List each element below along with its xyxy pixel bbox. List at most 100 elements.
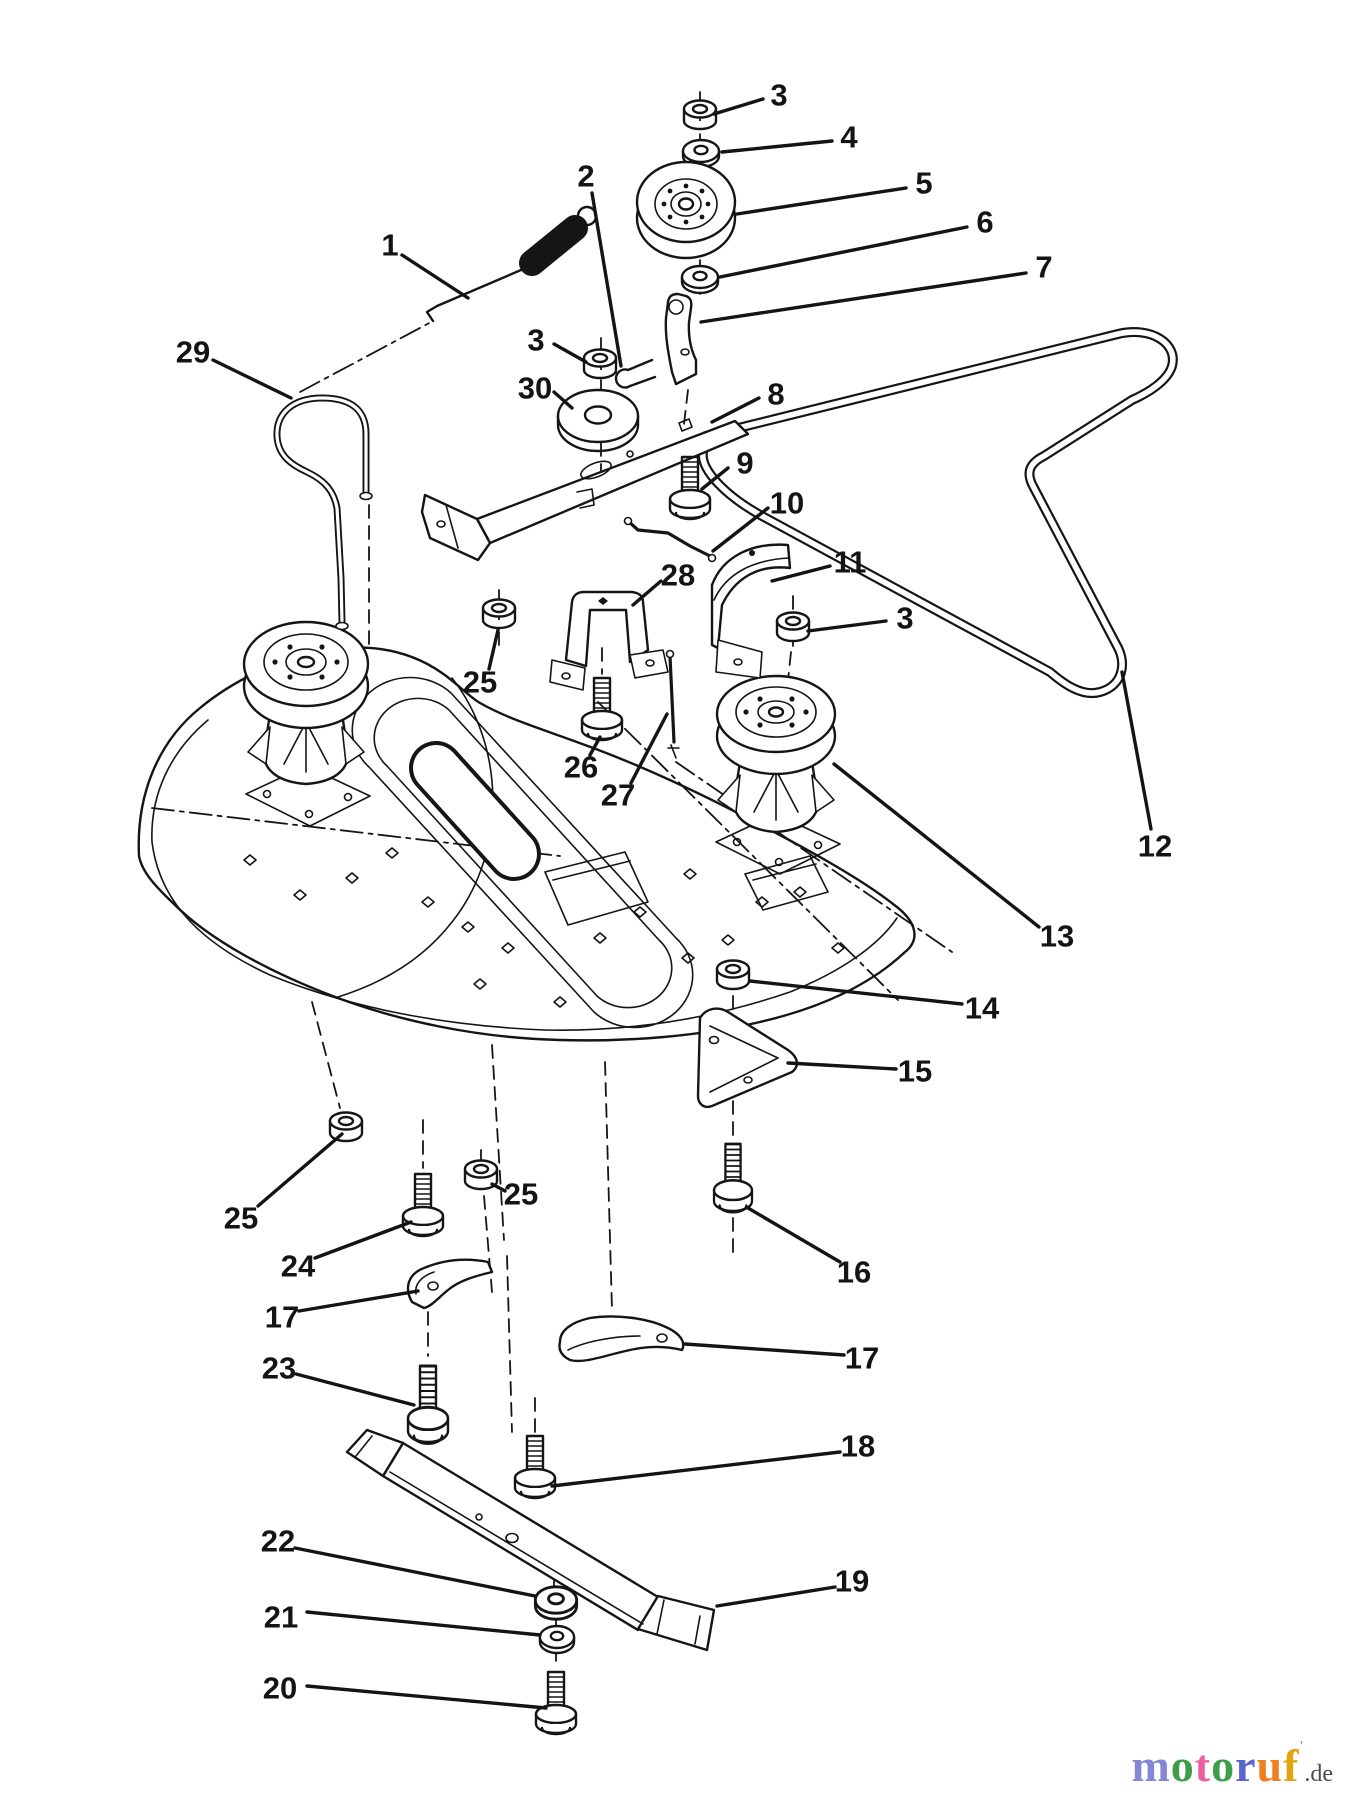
callout-13: 13 (1040, 919, 1074, 954)
callout-6: 6 (976, 205, 993, 240)
callout-4: 4 (840, 120, 858, 155)
blade (345, 1428, 716, 1652)
leader-line-10 (711, 506, 770, 553)
leader-line-25 (256, 1132, 344, 1208)
callout-15: 15 (898, 1054, 932, 1089)
watermark-letter: u (1256, 1740, 1284, 1791)
callout-11: 11 (834, 545, 867, 580)
callout-16: 16 (837, 1255, 871, 1290)
callout-25: 25 (463, 665, 497, 700)
callout-28: 28 (661, 558, 695, 593)
leader-line-12 (1120, 670, 1153, 831)
leader-line-27 (629, 712, 669, 785)
callout-17: 17 (265, 1300, 299, 1335)
leader-line-19 (715, 1585, 837, 1608)
assembly-axes (311, 91, 794, 1665)
leader-line-4 (720, 139, 834, 154)
leader-line-7 (699, 271, 1028, 324)
leader-line-3 (806, 619, 888, 633)
leader-line-17 (297, 1289, 420, 1313)
leader-line-15 (786, 1061, 898, 1071)
flat-washer-large (556, 388, 640, 453)
leader-line-20 (305, 1684, 548, 1710)
leader-line-24 (313, 1220, 413, 1260)
leader-line-13 (832, 762, 1041, 929)
callout-20: 20 (263, 1671, 297, 1706)
idler-washer-lower (680, 264, 720, 295)
callout-29: 29 (176, 335, 210, 370)
callout-25: 25 (504, 1177, 538, 1212)
belt-shield (710, 543, 792, 679)
leader-line-1 (400, 253, 470, 300)
watermark-letter: f (1283, 1740, 1300, 1791)
callout-17: 17 (845, 1341, 879, 1376)
stiffener-bolt-right (513, 1434, 557, 1500)
cotter-pin (614, 358, 657, 389)
spindle-nut-right (715, 959, 751, 991)
spindle-nut-upper (481, 598, 517, 630)
callout-8: 8 (767, 377, 784, 412)
leader-line-17 (683, 1342, 846, 1357)
right-spindle-assembly (715, 674, 837, 834)
shield-bolt (580, 676, 624, 742)
leader-line-23 (294, 1372, 416, 1407)
blade-washer-outer (533, 1585, 579, 1621)
blade-stiffener-left (406, 1258, 494, 1310)
leader-line-14 (748, 979, 964, 1006)
leader-line-28 (631, 579, 663, 607)
leader-line-21 (305, 1610, 542, 1637)
watermark-letter: m (1131, 1740, 1171, 1791)
idler-pulley (635, 160, 737, 260)
idler-bracket (664, 292, 698, 386)
leader-line-26 (588, 735, 602, 757)
idler-rod (623, 516, 717, 563)
blade-washer-inner (538, 1624, 576, 1655)
callout-18: 18 (841, 1429, 875, 1464)
blade-bolt (534, 1670, 578, 1736)
callout-19: 19 (835, 1564, 869, 1599)
arm-nut (582, 348, 618, 380)
drive-belt (697, 327, 1178, 699)
callout-3: 3 (770, 78, 787, 113)
watermark-tm: ' (1299, 1739, 1305, 1754)
callout-23: 23 (262, 1351, 296, 1386)
watermark-word: motoruf (1131, 1740, 1299, 1791)
leader-line-25 (490, 1182, 507, 1193)
leader-line-30 (552, 390, 574, 410)
callout-21: 21 (264, 1600, 298, 1635)
idler-arm (420, 418, 750, 562)
deflector-plate (696, 1007, 799, 1109)
deck-bolt-left (401, 1172, 445, 1238)
callout-27: 27 (601, 778, 635, 813)
spindle-nut-lower-left (328, 1111, 364, 1143)
callout-30: 30 (518, 371, 552, 406)
leader-line-6 (718, 225, 969, 279)
left-spindle-assembly (242, 620, 370, 786)
deck-bolt-right (712, 1142, 754, 1214)
leader-line-11 (770, 564, 832, 583)
watermark-suffix: .de (1304, 1761, 1333, 1787)
idler-nut (682, 99, 718, 131)
callout-10: 10 (770, 486, 804, 521)
u-bracket (549, 590, 669, 691)
leader-line-3 (552, 342, 588, 364)
lift-rod (273, 394, 373, 631)
leader-line-22 (293, 1546, 537, 1598)
leader-line-2 (590, 191, 623, 368)
callout-3: 3 (527, 323, 544, 358)
tension-spring (425, 205, 598, 323)
deck-holes (243, 847, 845, 1008)
callout-25: 25 (224, 1201, 258, 1236)
leader-line-5 (735, 186, 908, 216)
callout-5: 5 (915, 166, 932, 201)
callout-12: 12 (1138, 829, 1172, 864)
watermark-letter: r (1235, 1740, 1257, 1791)
hinge-pin (665, 649, 680, 759)
watermark-letter: o (1170, 1740, 1195, 1791)
callout-7: 7 (1035, 250, 1052, 285)
leader-line-18 (550, 1450, 842, 1488)
leader-line-9 (700, 466, 730, 491)
callout-14: 14 (965, 991, 1000, 1026)
